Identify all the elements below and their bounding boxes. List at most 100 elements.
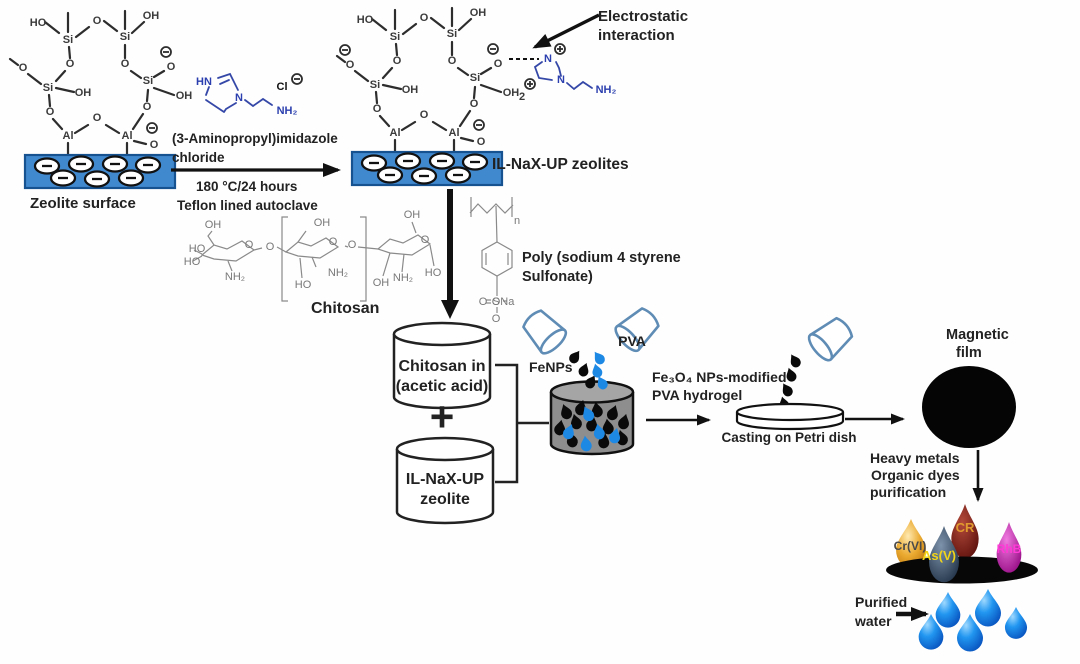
atom-label: Al	[449, 127, 460, 139]
atom-label: Si	[390, 31, 400, 43]
atom-label: Si	[370, 79, 380, 91]
atom-label: O	[143, 101, 152, 113]
atom-label: O	[167, 61, 176, 73]
label-conditions-2: Teflon lined autoclave	[177, 198, 318, 213]
atom-label: Si	[120, 31, 130, 43]
label-rhb: RhB	[997, 542, 1022, 556]
atom-label: O	[494, 58, 503, 70]
label-cylinder2-line2: zeolite	[420, 491, 470, 508]
atom-label: Si	[63, 34, 73, 46]
atom-label: O	[479, 296, 488, 308]
label-heavy-1: Heavy metals	[870, 450, 960, 466]
atom-label: O	[93, 15, 102, 27]
atom-label: S	[492, 296, 499, 308]
atom-label: O	[121, 58, 130, 70]
atom-label: OH	[75, 87, 92, 99]
atom-label: HO	[189, 243, 206, 255]
label-reagent-1: (3-Aminopropyl)imidazole	[172, 131, 338, 146]
atom-label: O	[393, 55, 402, 67]
atom-label: Al	[390, 127, 401, 139]
label-cylinder2-line1: IL-NaX-UP	[406, 471, 485, 488]
label-cylinder1-line2: (acetic acid)	[396, 378, 488, 395]
label-magnetic-1: Magnetic	[946, 327, 1009, 343]
label-purified-1: Purified	[855, 594, 907, 610]
atom-label: OH	[470, 7, 487, 19]
atom-label: OH	[373, 277, 390, 289]
atom-label: OH	[176, 90, 193, 102]
atom-label: NH₂	[393, 272, 413, 284]
label-hydrogel-1: Fe₃O₄ NPs-modified	[652, 369, 787, 385]
atom-label: N	[235, 92, 243, 104]
atom-label: O	[421, 234, 430, 246]
atom-label: O	[492, 313, 501, 325]
atom-label: NH₂	[328, 267, 348, 279]
atom-label: NH₂	[277, 105, 298, 117]
atom-label: OH	[314, 217, 331, 229]
label-casting: Casting on Petri dish	[721, 430, 856, 445]
atom-label: N	[557, 74, 565, 86]
atom-label: NH₂	[225, 271, 245, 283]
atom-label: O	[46, 106, 55, 118]
label-fenps: FeNPs	[529, 359, 573, 375]
atom-label: HO	[295, 279, 312, 291]
atom-label: OH	[402, 84, 419, 96]
atom-label: O	[245, 239, 254, 251]
atom-label: O	[477, 136, 486, 148]
atom-label: O	[19, 62, 28, 74]
atom-label: NH₂	[596, 84, 617, 96]
imidazole-reagent-structure: HN N NH₂ Cl	[196, 72, 303, 117]
chitosan-cylinder: Chitosan in (acetic acid)	[392, 321, 492, 410]
magnetic-film	[922, 366, 1016, 448]
atom-label: Si	[447, 28, 457, 40]
petri-dish	[735, 402, 845, 431]
atom-label: N	[544, 53, 552, 65]
atom-label: Si	[43, 82, 53, 94]
atom-label: n	[514, 215, 520, 227]
atom-label: OH	[143, 10, 160, 22]
atom-label: O	[470, 98, 479, 110]
casting-beaker	[804, 311, 859, 365]
plus-sign: +	[430, 393, 455, 440]
atom-label: O	[66, 58, 75, 70]
flow-down-arrow	[441, 189, 459, 319]
label-asv: As(V)	[922, 548, 956, 563]
atom-label: HN	[196, 76, 212, 88]
label-magnetic-2: film	[956, 345, 982, 361]
atom-label: Cl	[277, 81, 288, 93]
mixing-bracket	[495, 363, 549, 484]
label-conditions-1: 180 °C/24 hours	[196, 179, 297, 194]
atom-label: O	[346, 59, 355, 71]
label-cylinder1-line1: Chitosan in	[398, 358, 485, 375]
atom-label: O	[373, 103, 382, 115]
atom-label: O	[448, 55, 457, 67]
atom-label: Al	[63, 130, 74, 142]
atom-label: HO	[357, 14, 374, 26]
label-reagent-2: chloride	[172, 150, 225, 165]
atom-label: O	[150, 139, 159, 151]
label-electrostatic-1: Electrostatic	[598, 8, 688, 25]
atom-label: O	[93, 112, 102, 124]
label-pva: PVA	[618, 333, 646, 349]
atom-label: HO	[184, 256, 201, 268]
atom-label: OH	[205, 219, 222, 231]
atom-label: 2	[519, 91, 525, 103]
label-il-zeolites: IL-NaX-UP zeolites	[492, 156, 629, 173]
atom-label: O	[266, 241, 275, 253]
label-heavy-2: Organic dyes	[871, 467, 960, 483]
zeolite-2-extras: 2 NN NH₂	[339, 43, 617, 103]
atom-label: O	[420, 109, 429, 121]
label-crvi: Cr(VI)	[894, 539, 927, 553]
zeolite-cylinder: IL-NaX-UP zeolite	[395, 436, 495, 525]
atom-label: O	[348, 239, 357, 251]
electrostatic-annotation	[532, 13, 600, 49]
atom-label: Al	[122, 130, 133, 142]
atom-label: HO	[425, 267, 442, 279]
label-zeolite-surface: Zeolite surface	[30, 195, 136, 212]
purified-water-drops	[918, 589, 1028, 652]
atom-label: ONa	[492, 296, 516, 308]
